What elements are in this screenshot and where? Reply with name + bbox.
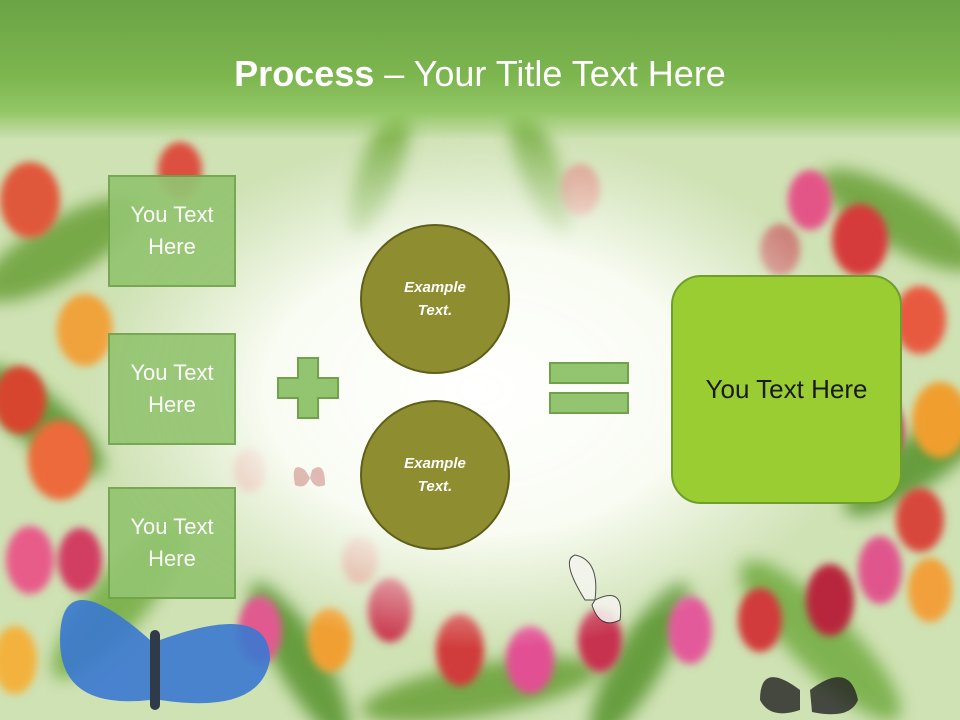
result-box[interactable]: You Text Here	[671, 275, 902, 504]
result-label: You Text Here	[705, 374, 868, 404]
plus-icon	[277, 357, 339, 419]
input-box-2[interactable]: You Text Here	[108, 333, 236, 445]
butterfly-icon	[293, 467, 325, 487]
page-title: Process – Your Title Text Here	[0, 52, 960, 96]
input-box-label: You Text Here	[130, 202, 214, 259]
butterfly-icon	[60, 600, 270, 710]
input-box-label: You Text Here	[130, 360, 214, 417]
input-box-1[interactable]: You Text Here	[108, 175, 236, 287]
input-box-3[interactable]: You Text Here	[108, 487, 236, 599]
input-box-label: You Text Here	[130, 514, 214, 571]
header-bar	[0, 0, 960, 140]
butterfly-icon	[568, 554, 622, 624]
example-circle-2[interactable]: Example Text.	[360, 400, 510, 550]
butterfly-icon	[760, 677, 858, 715]
title-subtitle: – Your Title Text Here	[374, 53, 726, 94]
equals-icon	[549, 362, 629, 414]
title-bold: Process	[234, 53, 375, 94]
circle-label: Example Text.	[404, 279, 466, 319]
example-circle-1[interactable]: Example Text.	[360, 224, 510, 374]
circle-label: Example Text.	[404, 455, 466, 495]
